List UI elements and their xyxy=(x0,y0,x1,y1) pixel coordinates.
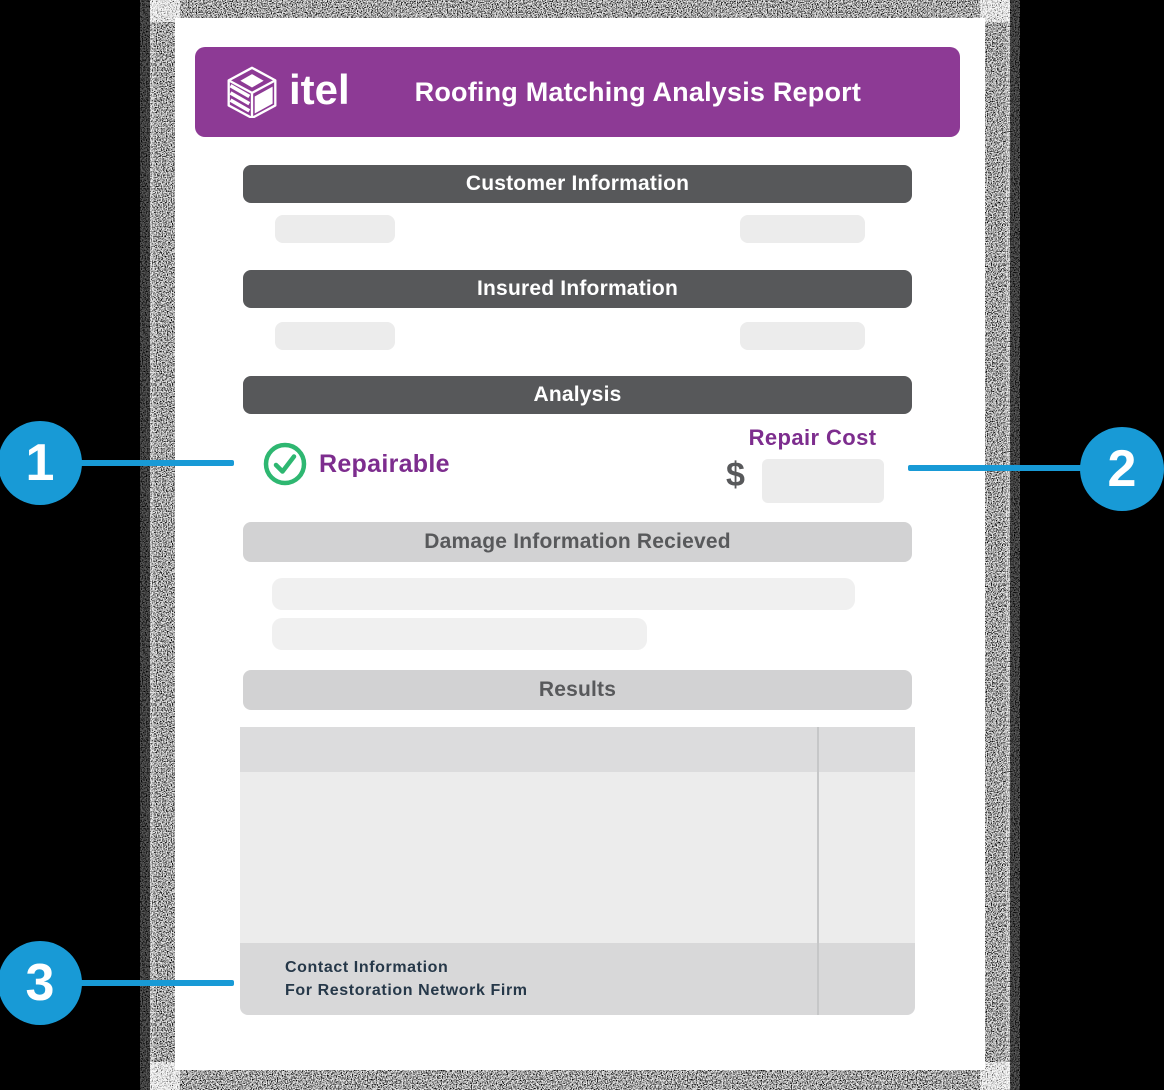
damage-text-placeholder-2 xyxy=(272,618,647,650)
results-table-body xyxy=(240,772,915,943)
callout-badge-1: 1 xyxy=(0,421,82,505)
customer-field-placeholder-left xyxy=(275,215,395,243)
report-title: Roofing Matching Analysis Report xyxy=(414,76,862,107)
contact-info-line2: For Restoration Network Firm xyxy=(285,982,528,999)
section-damage-information: Damage Information Recieved xyxy=(243,522,912,562)
results-table-column-divider xyxy=(817,727,819,1015)
section-results: Results xyxy=(243,670,912,710)
callout-number-3: 3 xyxy=(25,954,55,1012)
customer-field-placeholder-right xyxy=(740,215,865,243)
results-table-footer: Contact Information For Restoration Netw… xyxy=(240,943,915,1015)
repair-cost-value-placeholder xyxy=(762,459,884,503)
dollar-sign: $ xyxy=(726,456,745,494)
itel-cube-icon xyxy=(227,66,277,118)
results-table: Contact Information For Restoration Netw… xyxy=(240,727,915,1015)
check-circle-icon xyxy=(263,442,307,486)
repairable-status-label: Repairable xyxy=(319,450,450,478)
damage-text-placeholder-1 xyxy=(272,578,855,610)
callout-number-2: 2 xyxy=(1107,440,1137,498)
insured-field-placeholder-left xyxy=(275,322,395,350)
callout-number-1: 1 xyxy=(25,434,55,492)
callout-badge-3: 3 xyxy=(0,941,82,1025)
results-table-header-row xyxy=(240,727,915,772)
section-insured-information: Insured Information xyxy=(243,270,912,308)
itel-logo-text: itel xyxy=(289,66,350,113)
callout-badge-2: 2 xyxy=(1080,427,1164,511)
section-analysis: Analysis xyxy=(243,376,912,414)
report-header: itel Roofing Matching Analysis Report xyxy=(195,47,960,137)
contact-info-line1: Contact Information xyxy=(285,959,449,976)
itel-logo: itel xyxy=(225,66,350,118)
callout-line-1 xyxy=(78,460,234,466)
insured-field-placeholder-right xyxy=(740,322,865,350)
repair-cost-label: Repair Cost xyxy=(748,425,877,450)
report-page: itel Roofing Matching Analysis Report Cu… xyxy=(175,18,985,1070)
section-customer-information: Customer Information xyxy=(243,165,912,203)
callout-line-2 xyxy=(908,465,1084,471)
callout-line-3 xyxy=(78,980,234,986)
